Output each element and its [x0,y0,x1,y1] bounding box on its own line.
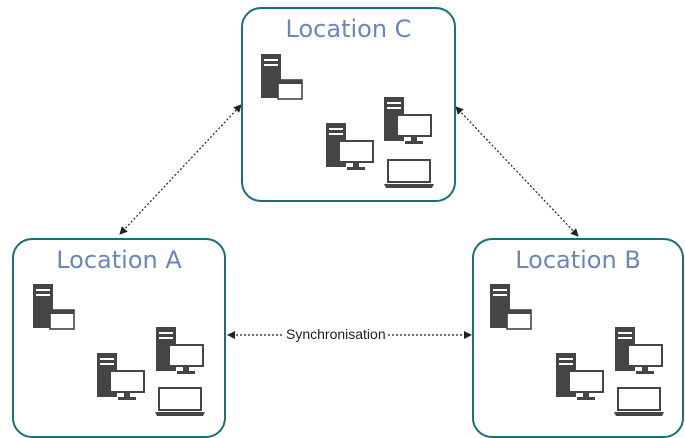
connector-c-b [455,106,579,237]
desktop-computer-icon [615,327,663,374]
location-b-title: Location B [515,246,641,274]
location-c-title: Location C [285,15,412,43]
desktop-computer-icon [556,353,604,400]
desktop-computer-icon [326,123,374,170]
server-app-icon [261,54,303,100]
location-a-title: Location A [56,246,182,274]
sync-label: Synchronisation [284,326,388,342]
connector-a-c [119,104,242,235]
laptop-icon [155,387,205,416]
desktop-computer-icon [384,97,432,144]
server-app-icon [490,284,532,330]
desktop-computer-icon [156,327,204,374]
laptop-icon [384,159,434,188]
laptop-icon [614,387,664,416]
desktop-computer-icon [97,353,145,400]
server-app-icon [33,284,75,330]
